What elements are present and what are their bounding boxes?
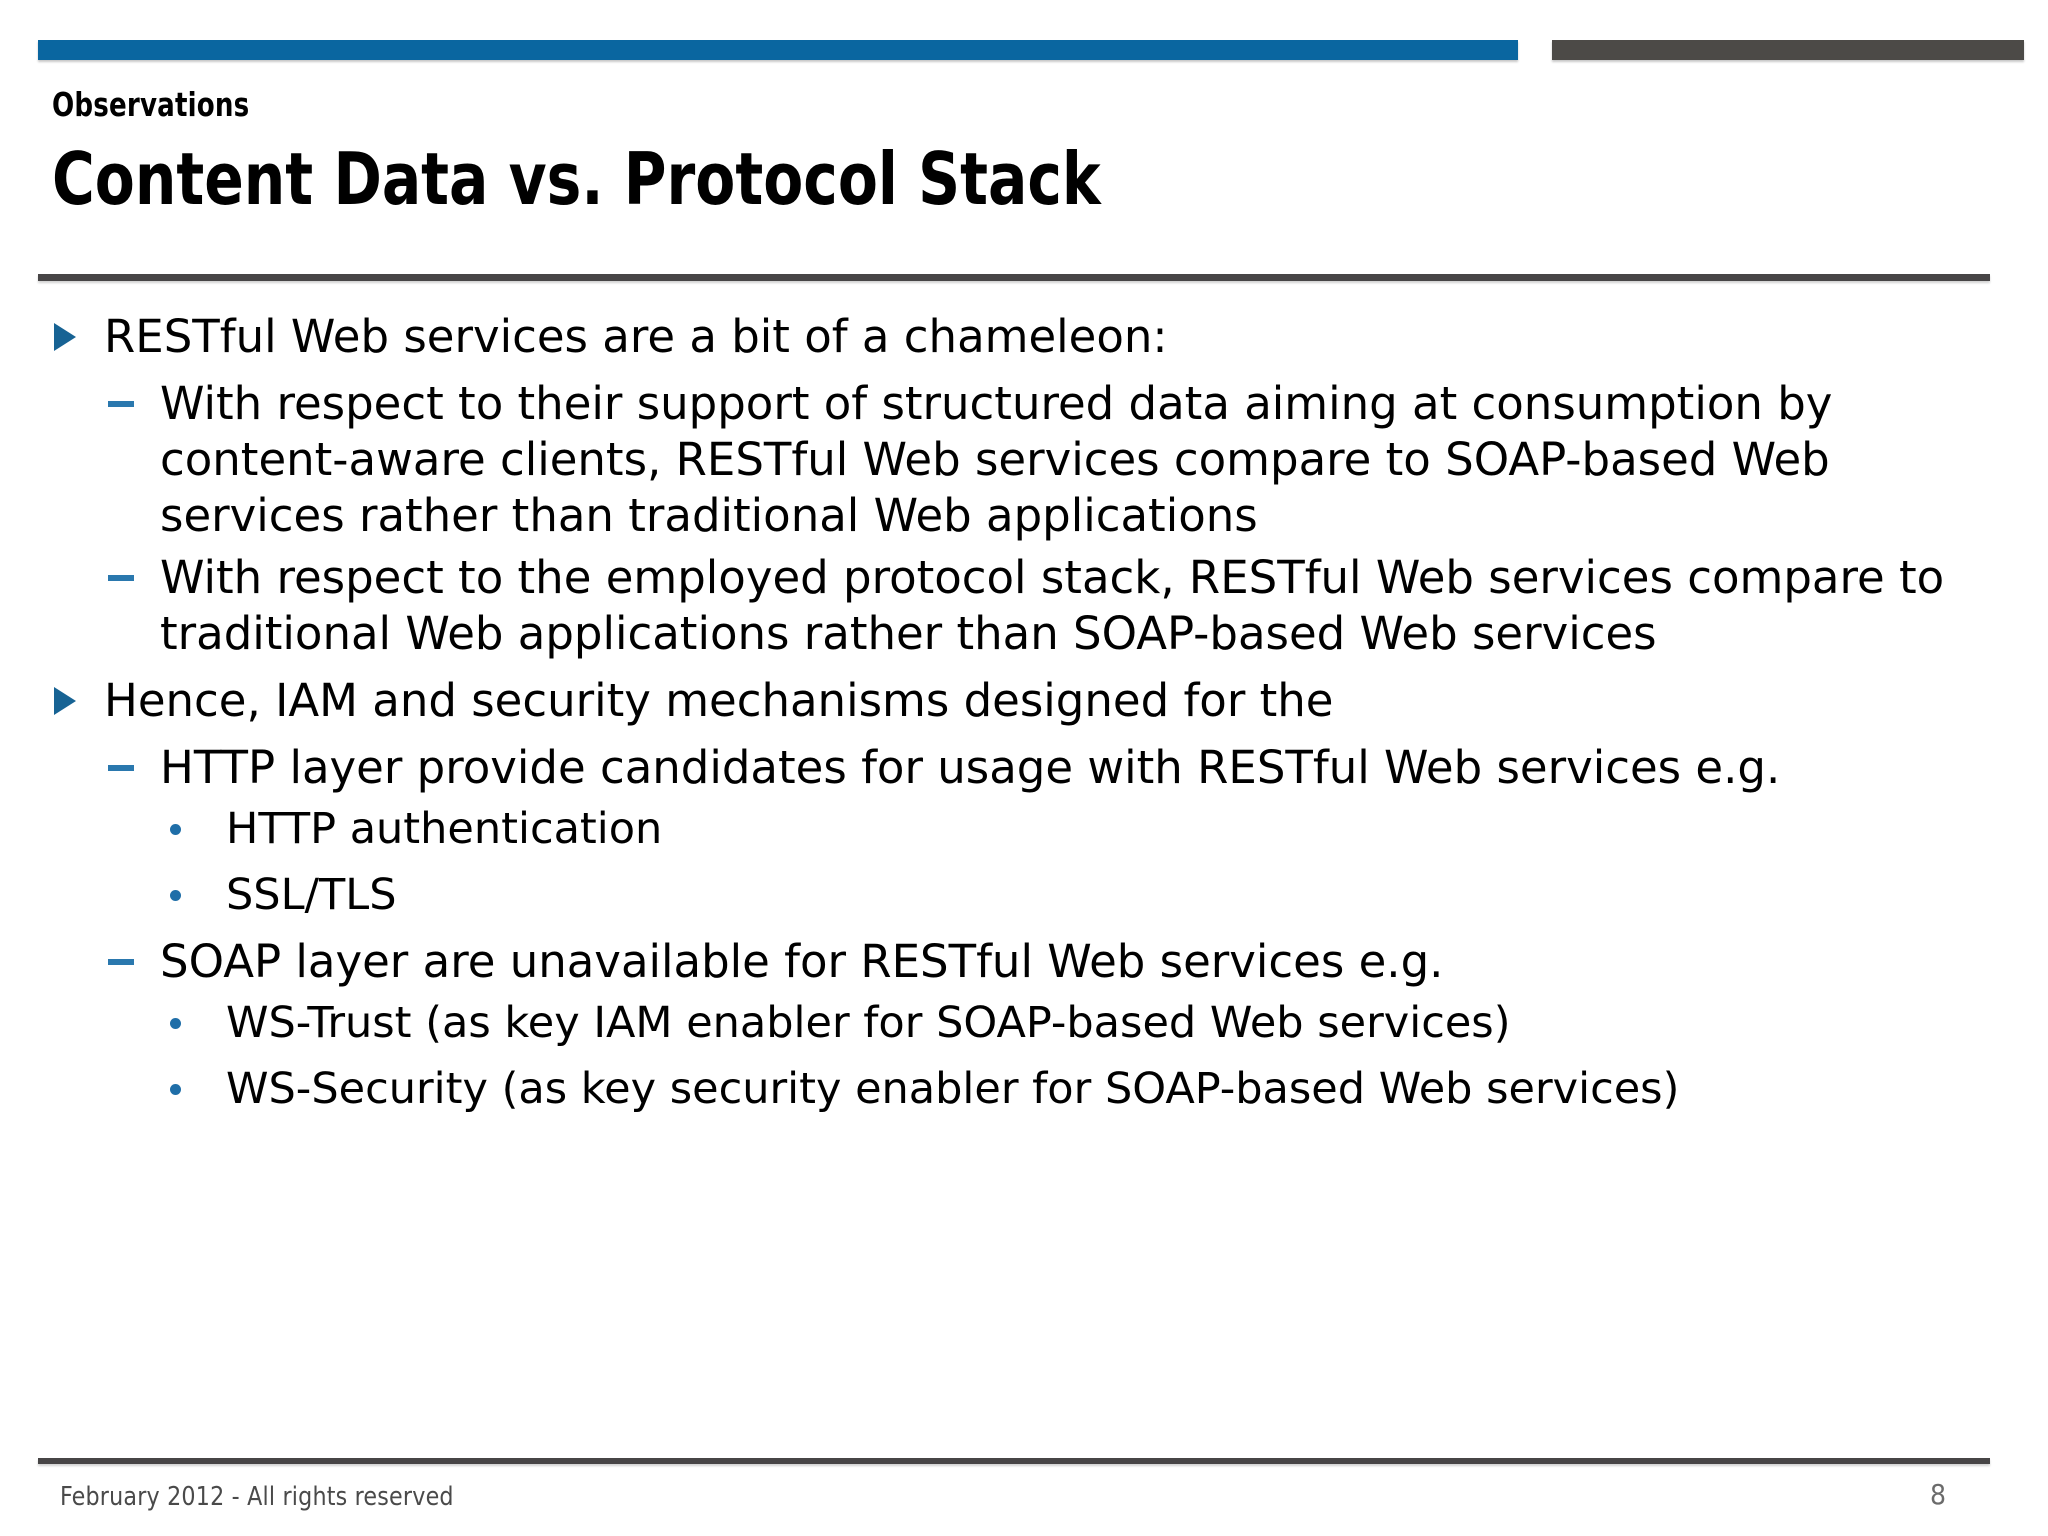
page-number: 8	[1929, 1478, 1947, 1511]
list-item-label: HTTP layer provide candidates for usage …	[160, 741, 1781, 794]
page-title: Content Data vs. Protocol Stack	[52, 137, 1101, 221]
list-item-label: Hence, IAM and security mechanisms desig…	[104, 674, 1334, 727]
list-item-label: WS-Trust (as key IAM enabler for SOAP-ba…	[226, 998, 1511, 1048]
title-divider-rule	[38, 274, 1990, 281]
list-item-label: With respect to their support of structu…	[160, 377, 1847, 542]
list-item: Hence, IAM and security mechanisms desig…	[38, 668, 2028, 734]
dot-bullet-icon	[170, 990, 226, 1056]
list-item-label: With respect to the employed protocol st…	[160, 551, 1959, 660]
list-item-label: SOAP layer are unavailable for RESTful W…	[160, 935, 1444, 988]
dot-bullet-icon	[170, 1056, 226, 1122]
list-item-label: WS-Security (as key security enabler for…	[226, 1064, 1680, 1114]
list-item-label: HTTP authentication	[226, 804, 663, 854]
list-item-label: RESTful Web services are a bit of a cham…	[104, 310, 1168, 363]
triangle-bullet-icon	[54, 668, 104, 734]
list-item-label: SSL/TLS	[226, 870, 397, 920]
list-item: WS-Security (as key security enabler for…	[38, 1056, 2028, 1122]
list-item: HTTP layer provide candidates for usage …	[38, 740, 2028, 796]
title-block: Observations Content Data vs. Protocol S…	[52, 88, 1952, 215]
header-accent-bars	[0, 40, 2048, 62]
footer-divider-rule	[38, 1458, 1990, 1464]
list-item: HTTP authentication	[38, 796, 2028, 862]
slide-eyebrow: Observations	[52, 85, 250, 124]
slide-body: RESTful Web services are a bit of a cham…	[38, 298, 2028, 1122]
dash-bullet-icon	[108, 550, 160, 606]
dot-bullet-icon	[170, 796, 226, 862]
dash-bullet-icon	[108, 376, 160, 432]
dash-bullet-icon	[108, 934, 160, 990]
list-item: SOAP layer are unavailable for RESTful W…	[38, 934, 2028, 990]
list-item: With respect to the employed protocol st…	[38, 550, 2028, 662]
list-item: WS-Trust (as key IAM enabler for SOAP-ba…	[38, 990, 2028, 1056]
dash-bullet-icon	[108, 740, 160, 796]
dark-accent-bar	[1552, 40, 2024, 60]
list-item: With respect to their support of structu…	[38, 376, 2028, 544]
triangle-bullet-icon	[54, 304, 104, 370]
footer-copyright: February 2012 - All rights reserved	[60, 1482, 454, 1512]
list-item: RESTful Web services are a bit of a cham…	[38, 304, 2028, 370]
blue-accent-bar	[38, 40, 1518, 60]
list-item: SSL/TLS	[38, 862, 2028, 928]
dot-bullet-icon	[170, 862, 226, 928]
